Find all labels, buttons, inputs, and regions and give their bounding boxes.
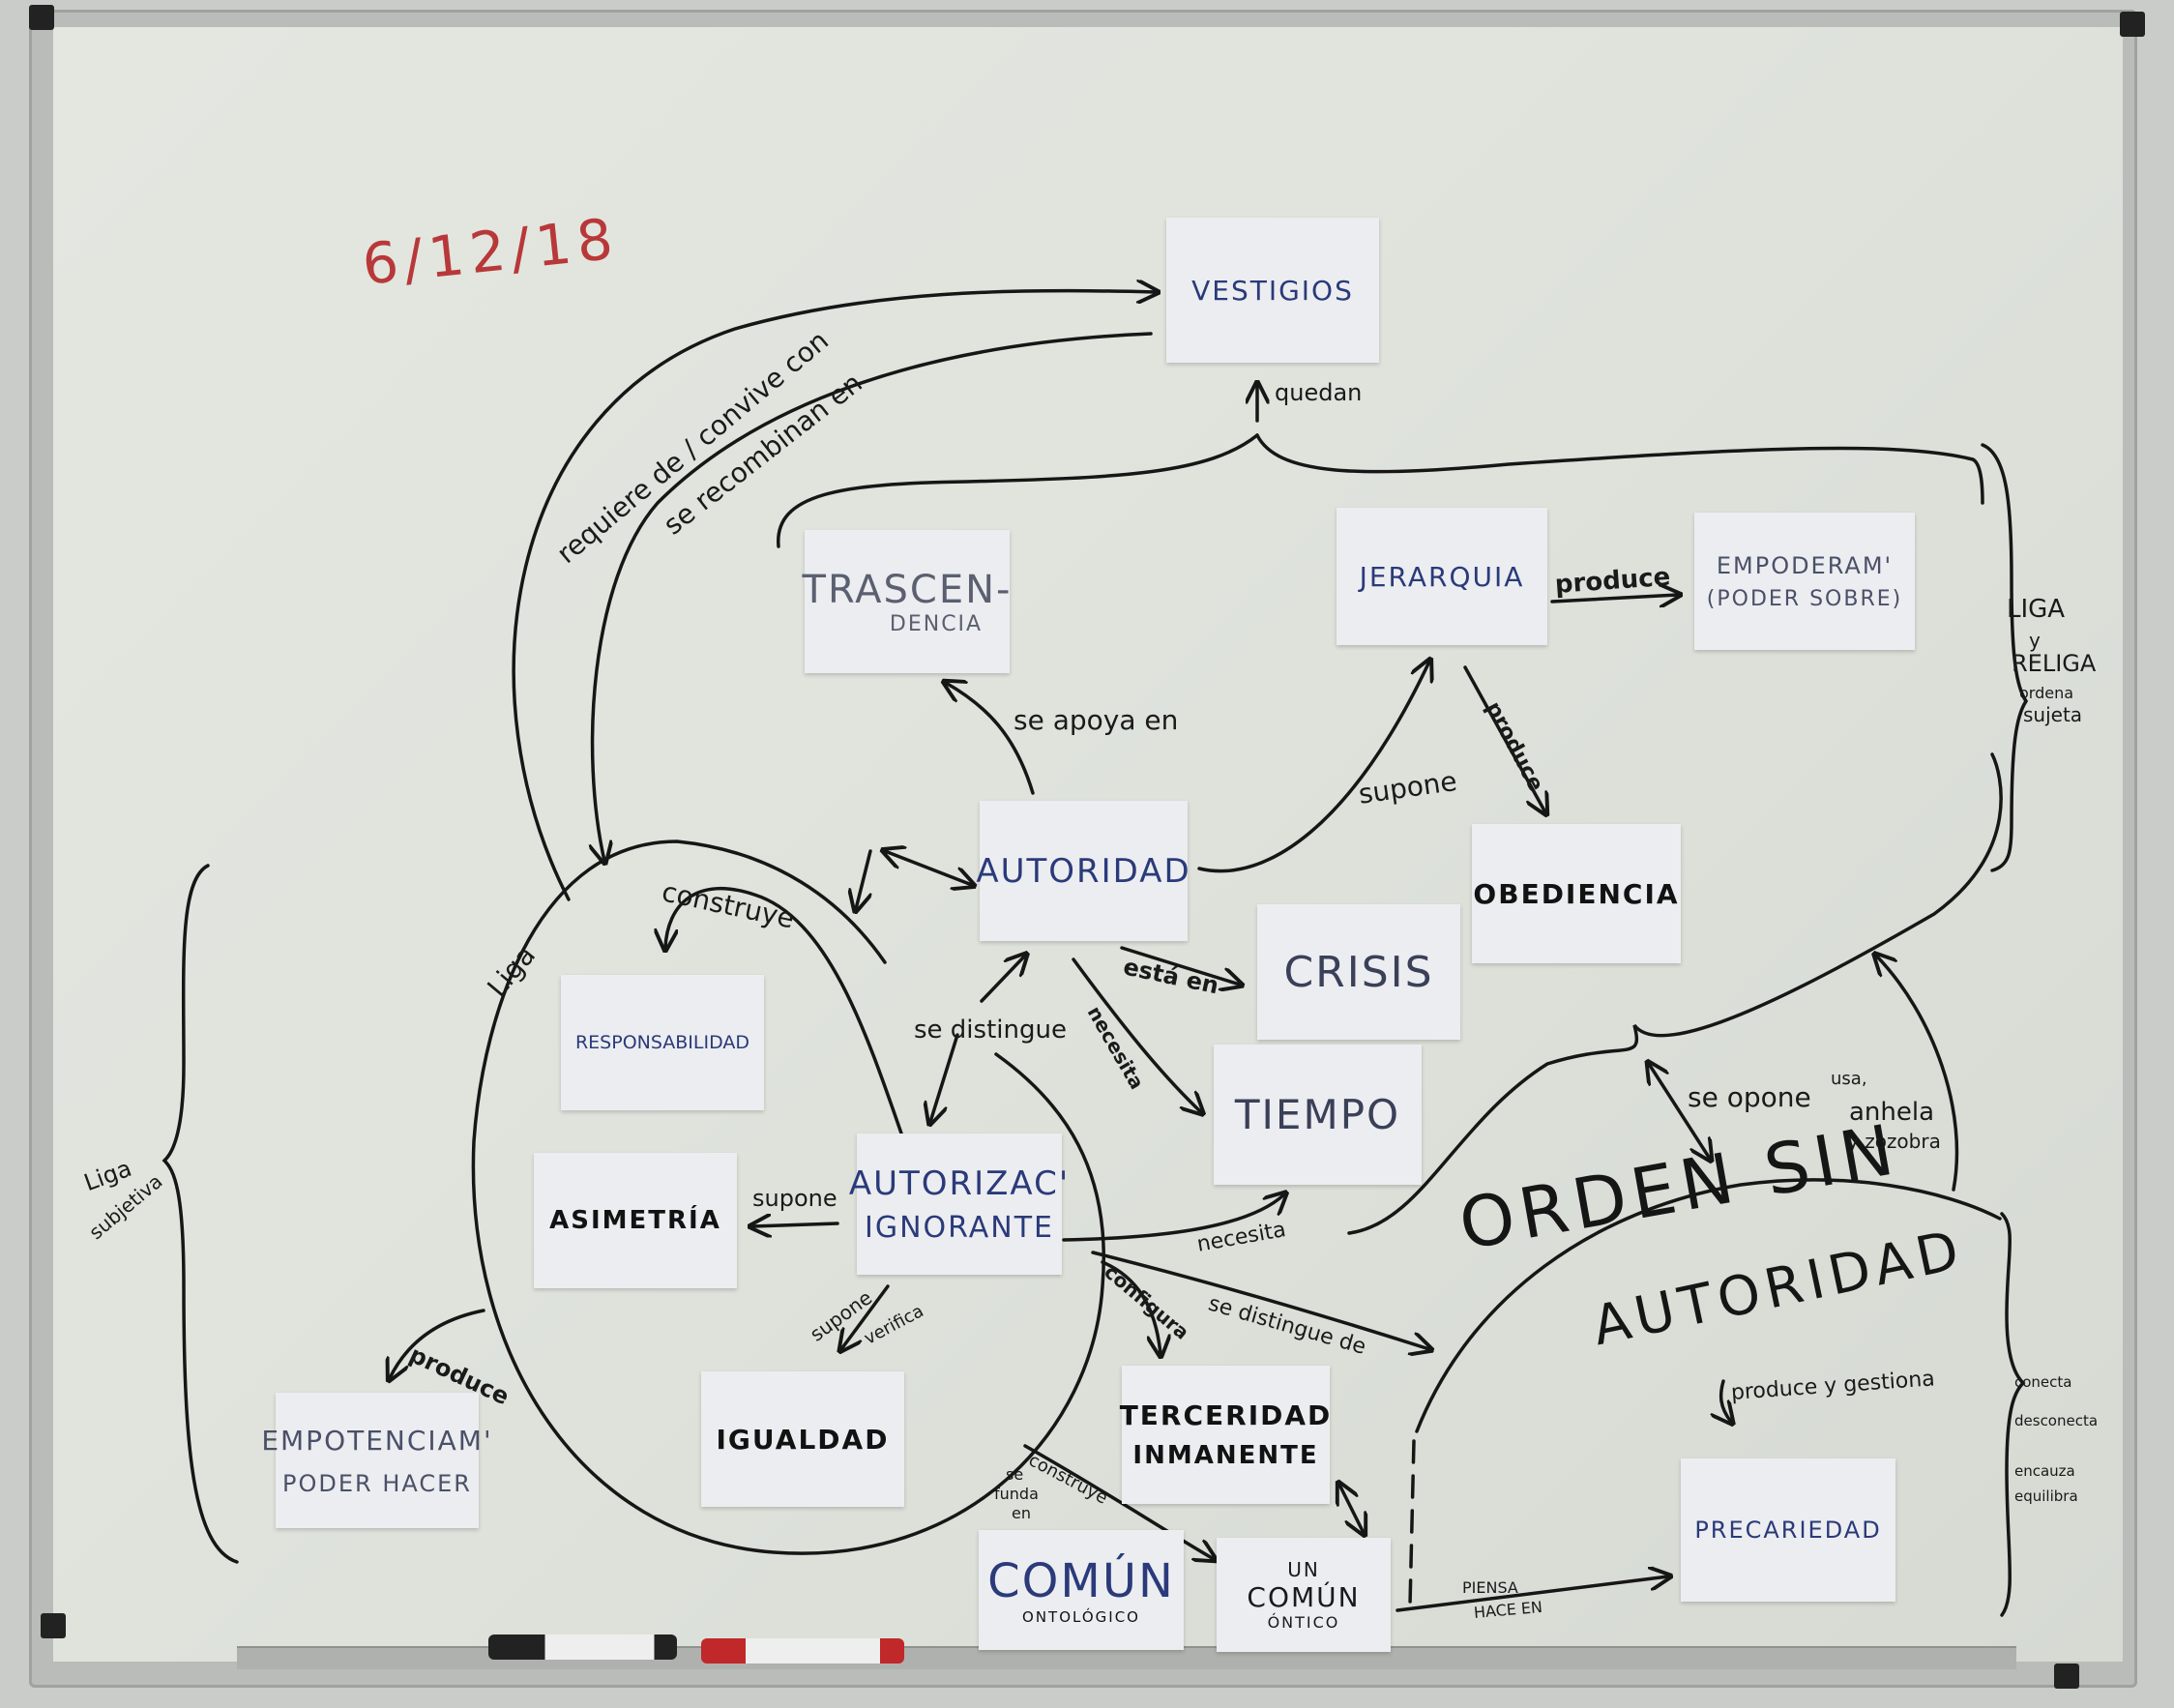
- note-text: AUTORIZAC': [848, 1163, 1071, 1203]
- label-se-funda-en: funda: [994, 1485, 1039, 1503]
- note-text: PODER HACER: [282, 1469, 472, 1497]
- label-quedan: quedan: [1275, 379, 1363, 406]
- note-text: ASIMETRÍA: [549, 1206, 721, 1235]
- note-jerarquia: JERARQUIA: [1337, 508, 1547, 645]
- note-text: ONTOLÓGICO: [1022, 1608, 1140, 1626]
- note-text: COMÚN: [1247, 1581, 1361, 1613]
- note-empoderam: EMPODERAM' (PODER SOBRE): [1694, 513, 1915, 650]
- note-comun-ontologico: COMÚN ONTOLÓGICO: [979, 1530, 1184, 1650]
- label-liga-religa: RELIGA: [2012, 650, 2097, 677]
- black-marker: [488, 1634, 677, 1660]
- note-text: IGUALDAD: [716, 1423, 890, 1456]
- label-se-apoya-en: se apoya en: [1014, 704, 1179, 736]
- note-text: COMÚN: [987, 1554, 1175, 1608]
- note-text: VESTIGIOS: [1191, 274, 1354, 307]
- note-text: EMPODERAM': [1716, 551, 1894, 579]
- note-autoridad: AUTORIDAD: [976, 801, 1190, 941]
- note-autorizacion-ignorante: AUTORIZAC' IGNORANTE: [849, 1134, 1068, 1275]
- note-text: CRISIS: [1283, 947, 1434, 997]
- label-usa-anhela: usa,: [1831, 1069, 1867, 1089]
- note-terceridad-inmanente: TERCERIDAD INMANENTE: [1119, 1366, 1333, 1504]
- label-se-funda-en: en: [1012, 1504, 1031, 1522]
- note-empotenciamiento: EMPOTENCIAM' PODER HACER: [261, 1393, 491, 1528]
- note-trascendencia: TRASCEN- DENCIA: [802, 530, 1013, 673]
- note-crisis: CRISIS: [1257, 904, 1460, 1040]
- label-supone-left: supone: [752, 1185, 837, 1212]
- note-text: JERARQUIA: [1359, 560, 1525, 593]
- note-precariedad: PRECARIEDAD: [1681, 1458, 1895, 1602]
- note-text: EMPOTENCIAM': [261, 1424, 493, 1457]
- label-liga-religa: ordena: [2019, 684, 2074, 702]
- note-text: ÓNTICO: [1267, 1613, 1340, 1632]
- note-text: UN: [1287, 1558, 1320, 1581]
- label-se-funda-en: se: [1006, 1465, 1024, 1484]
- label-usa-anhela: anhela: [1849, 1098, 1935, 1127]
- frame-corner: [41, 1613, 66, 1638]
- note-text: (PODER SOBRE): [1706, 586, 1903, 611]
- note-responsabilidad: RESPONSABILIDAD: [561, 975, 764, 1110]
- label-conecta: conecta: [2014, 1373, 2072, 1391]
- label-conecta: encauza: [2014, 1462, 2075, 1480]
- note-text: INMANENTE: [1132, 1441, 1319, 1470]
- note-text: TIEMPO: [1234, 1091, 1401, 1138]
- note-obediencia: OBEDIENCIA: [1472, 824, 1681, 963]
- label-conecta: desconecta: [2014, 1412, 2099, 1429]
- label-liga-religa: y: [2029, 629, 2041, 652]
- note-text: IGNORANTE: [864, 1210, 1055, 1245]
- frame-corner: [2120, 12, 2145, 37]
- frame-corner: [29, 5, 54, 30]
- label-usa-anhela: y zozobra: [1847, 1130, 1941, 1153]
- label-piensa-hace-en: PIENSA: [1462, 1578, 1518, 1597]
- red-marker: [701, 1638, 904, 1664]
- note-text: TRASCEN-: [802, 567, 1013, 612]
- note-text: TERCERIDAD: [1119, 1399, 1333, 1431]
- note-vestigios: VESTIGIOS: [1166, 218, 1379, 363]
- frame-corner: [2054, 1664, 2079, 1689]
- label-se-opone: se opone: [1688, 1081, 1811, 1113]
- note-text: AUTORIDAD: [976, 851, 1191, 891]
- note-text: DENCIA: [889, 611, 984, 636]
- label-conecta: equilibra: [2014, 1487, 2078, 1505]
- note-un-comun-ontico: UN COMÚN ÓNTICO: [1217, 1538, 1391, 1652]
- note-text: OBEDIENCIA: [1473, 877, 1680, 910]
- label-liga-religa: LIGA: [2007, 595, 2066, 624]
- label-liga-religa: sujeta: [2023, 703, 2083, 726]
- note-tiempo: TIEMPO: [1214, 1045, 1422, 1185]
- label-se-distingue: se distingue: [914, 1016, 1067, 1045]
- note-asimetria: ASIMETRÍA: [534, 1153, 737, 1288]
- note-text: PRECARIEDAD: [1694, 1517, 1882, 1544]
- note-text: RESPONSABILIDAD: [574, 1032, 750, 1053]
- note-igualdad: IGUALDAD: [701, 1371, 904, 1507]
